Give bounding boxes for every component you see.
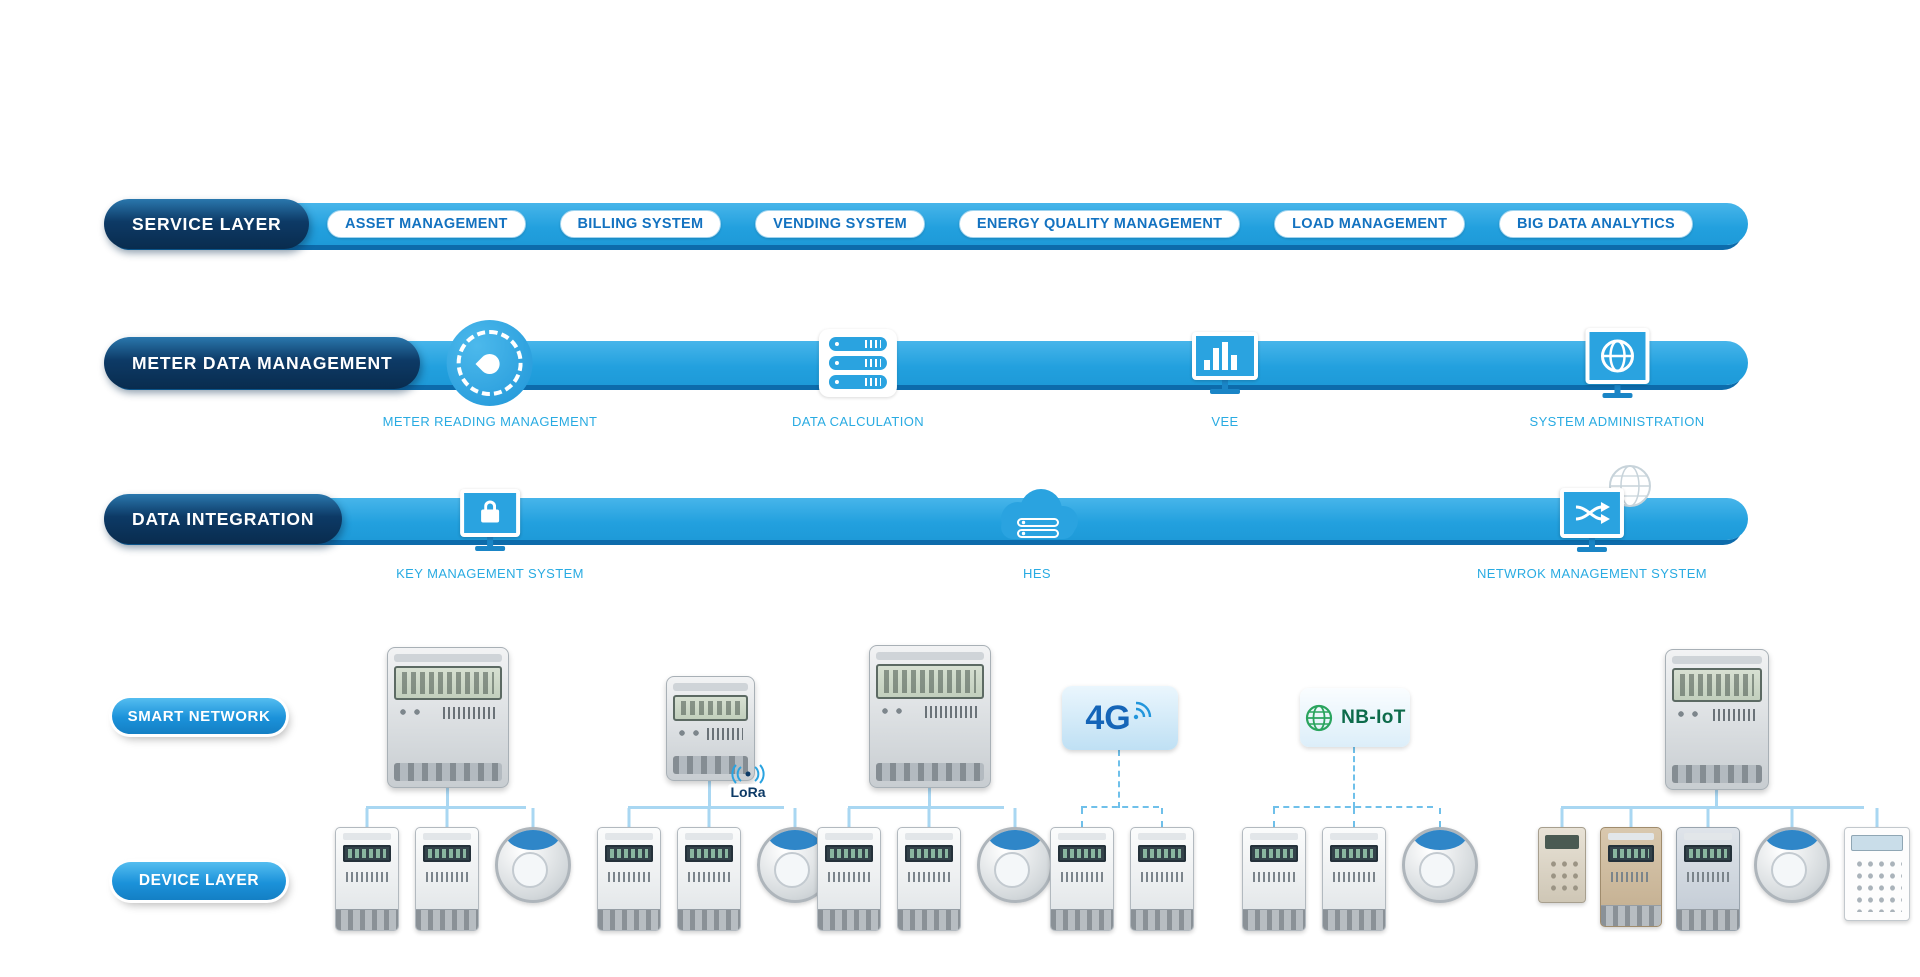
- device-group-6: [1538, 827, 1910, 931]
- data-integration-pill: DATA INTEGRATION: [104, 494, 343, 544]
- energy-meter-brown: [1600, 827, 1662, 927]
- monitor-lock-icon: [459, 489, 520, 551]
- device-layer-pill: DEVICE LAYER: [112, 862, 286, 900]
- green-globe-icon: [1306, 704, 1333, 731]
- data-concentrator: [869, 645, 991, 788]
- energy-meter: [817, 827, 881, 931]
- keypad-ciu: [1538, 827, 1586, 903]
- water-meter: [1402, 827, 1478, 903]
- service-items: ASSET MANAGEMENT BILLING SYSTEM VENDING SY…: [327, 203, 1693, 245]
- service-layer-label: SERVICE LAYER: [132, 213, 282, 234]
- connector-bus: [1561, 806, 1864, 809]
- service-layer-pill: SERVICE LAYER: [104, 199, 310, 249]
- network-lora-badge: LoRa: [712, 764, 784, 800]
- service-item-pill: ASSET MANAGEMENT: [327, 210, 526, 238]
- mdm-item-label: METER READING MANAGEMENT: [382, 414, 598, 429]
- energy-meter: [897, 827, 961, 931]
- monitor-bar-chart-icon: [1192, 332, 1258, 394]
- integration-item-label: KEY MANAGEMENT SYSTEM: [396, 566, 584, 581]
- energy-meter: [415, 827, 479, 931]
- mdm-item-label: DATA CALCULATION: [791, 414, 925, 429]
- integration-item-hes: HES: [987, 477, 1087, 581]
- mdm-item-label: SYSTEM ADMINISTRATION: [1529, 414, 1705, 429]
- signal-arcs-icon: [1133, 701, 1151, 720]
- water-meter: [1754, 827, 1830, 903]
- connector-stem-dashed: [1353, 747, 1355, 808]
- water-meter: [495, 827, 571, 903]
- mdm-item-data-calculation: DATA CALCULATION: [792, 315, 924, 429]
- water-meter: [977, 827, 1053, 903]
- service-item-pill: VENDING SYSTEM: [755, 210, 926, 238]
- energy-meter: [1322, 827, 1386, 931]
- device-group-4: [1050, 827, 1194, 931]
- gauge-icon: [446, 320, 533, 406]
- connector-bus-dashed: [1081, 806, 1159, 808]
- device-layer-label: DEVICE LAYER: [138, 872, 260, 889]
- energy-meter: [1242, 827, 1306, 931]
- lora-antenna-icon: [731, 764, 765, 784]
- connector-stem: [446, 786, 449, 808]
- smart-network-label: SMART NETWORK: [127, 707, 271, 725]
- data-concentrator: [1665, 649, 1769, 790]
- keypad-ciu-white: [1844, 827, 1910, 921]
- network-4g-badge: 4G: [1062, 686, 1178, 750]
- mdm-item-label: VEE: [1211, 414, 1239, 429]
- meter-data-management-label: METER DATA MANAGEMENT: [132, 352, 393, 373]
- service-item-pill: ENERGY QUALITY MANAGEMENT: [958, 210, 1241, 238]
- device-group-2: [597, 827, 833, 931]
- energy-meter: [1050, 827, 1114, 931]
- integration-item-label: HES: [1023, 566, 1051, 581]
- integration-item-network-management: NETWROK MANAGEMENT SYSTEM: [1476, 465, 1708, 581]
- server-stack-icon: [819, 329, 897, 397]
- energy-meter: [335, 827, 399, 931]
- device-group-3: [817, 827, 1053, 931]
- mdm-item-meter-reading: METER READING MANAGEMENT: [383, 315, 598, 429]
- integration-item-key-management: KEY MANAGEMENT SYSTEM: [396, 477, 584, 581]
- device-group-5: [1242, 827, 1478, 931]
- data-integration-label: DATA INTEGRATION: [132, 508, 315, 529]
- network-lora-label: LoRa: [727, 784, 769, 800]
- connector-stem: [708, 779, 711, 808]
- data-integration-bar: DATA INTEGRATION: [104, 494, 1748, 544]
- energy-meter: [1130, 827, 1194, 931]
- connector-bus-dashed: [1273, 806, 1433, 808]
- service-item-pill: BILLING SYSTEM: [559, 210, 722, 238]
- mdm-item-system-administration: SYSTEM ADMINISTRATION: [1529, 315, 1704, 429]
- data-concentrator: [387, 647, 509, 788]
- energy-meter: [597, 827, 661, 931]
- service-layer-bar: SERVICE LAYER ASSET MANAGEMENT BILLING SY…: [104, 199, 1748, 249]
- connector-stem: [1715, 788, 1718, 808]
- connector-stem-dashed: [1118, 750, 1120, 808]
- service-item-pill: BIG DATA ANALYTICS: [1499, 210, 1693, 238]
- cloud-server-icon: [1001, 489, 1078, 539]
- service-item-pill: LOAD MANAGEMENT: [1274, 210, 1466, 238]
- meter-data-management-pill: METER DATA MANAGEMENT: [104, 337, 421, 389]
- connector-bus: [848, 806, 1004, 809]
- connector-bus: [628, 806, 784, 809]
- smart-network-pill: SMART NETWORK: [112, 698, 286, 734]
- network-4g-label: 4G: [1085, 698, 1131, 737]
- monitor-shuffle-globe-icon: [1560, 465, 1651, 552]
- data-concentrator: [666, 676, 755, 781]
- network-nbiot-label: NB-IoT: [1341, 706, 1406, 728]
- connector-stem: [928, 786, 931, 808]
- mdm-item-vee: VEE: [1192, 315, 1258, 429]
- integration-item-label: NETWROK MANAGEMENT SYSTEM: [1476, 566, 1708, 581]
- meter-data-management-bar: METER DATA MANAGEMENT: [104, 337, 1748, 389]
- monitor-globe-icon: [1584, 328, 1649, 398]
- network-nbiot-badge: NB-IoT: [1300, 688, 1410, 747]
- device-group-1: [335, 827, 571, 931]
- energy-meter-gray: [1676, 827, 1740, 931]
- energy-meter: [677, 827, 741, 931]
